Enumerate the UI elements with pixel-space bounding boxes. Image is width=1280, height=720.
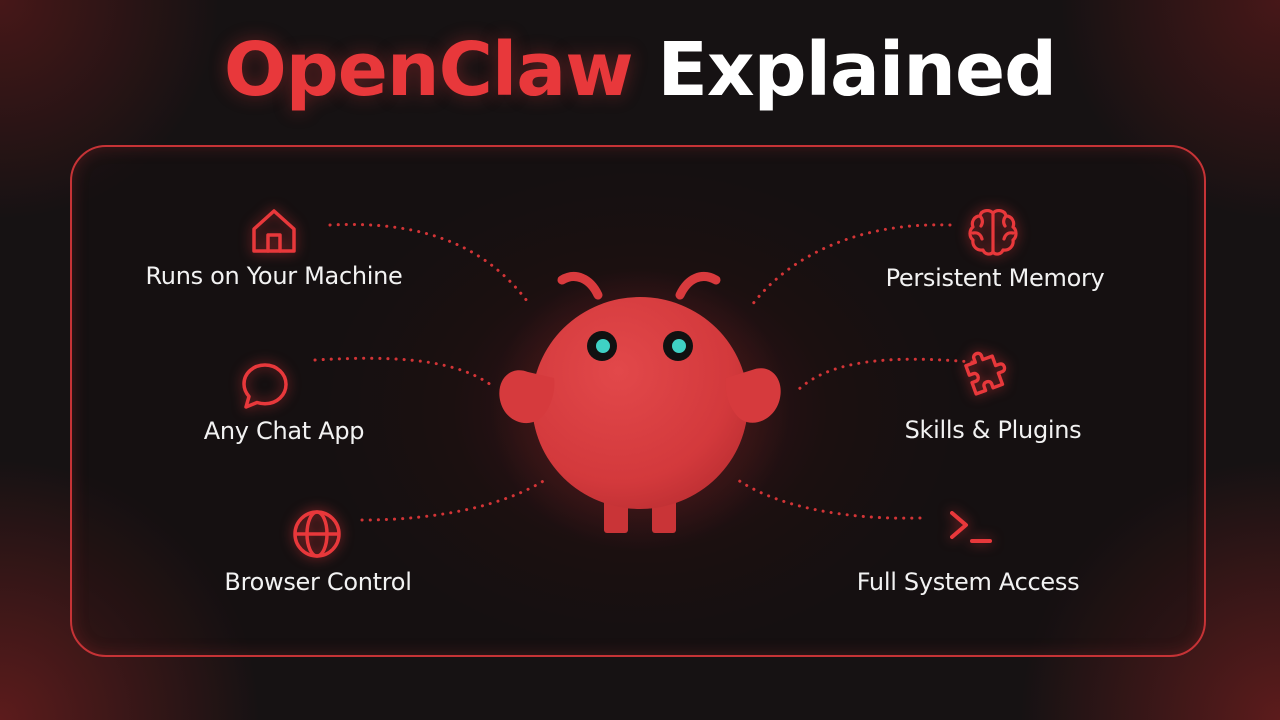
- connector-browser-control: [360, 478, 547, 522]
- feature-label: Skills & Plugins: [904, 416, 1082, 444]
- feature-runs-on-your-machine: Runs on Your Machine: [124, 205, 424, 291]
- connector-skills-plugins: [796, 357, 974, 392]
- feature-browser-control: Browser Control: [168, 507, 468, 597]
- brain-icon: [968, 209, 1018, 256]
- right-pupil: [672, 339, 686, 353]
- openclaw-mascot: [490, 270, 790, 550]
- feature-skills-plugins: Skills & Plugins: [843, 345, 1143, 445]
- puzzle-icon: [964, 351, 1007, 396]
- title-brand: OpenClaw: [223, 27, 634, 113]
- feature-label: Persistent Memory: [885, 264, 1105, 292]
- feature-full-system-access: Full System Access: [818, 505, 1118, 597]
- page-title: OpenClaw Explained: [0, 20, 1280, 120]
- feature-any-chat-app: Any Chat App: [135, 358, 435, 446]
- right-claw: [725, 368, 781, 423]
- connector-any-chat-app: [313, 356, 497, 390]
- feature-label: Any Chat App: [203, 417, 365, 445]
- home-icon: [252, 209, 296, 253]
- left-antenna: [557, 272, 603, 300]
- terminal-icon: [950, 511, 992, 543]
- globe-icon: [293, 510, 341, 558]
- feature-persistent-memory: Persistent Memory: [845, 205, 1145, 293]
- right-antenna: [675, 272, 721, 300]
- feature-label: Runs on Your Machine: [145, 262, 403, 290]
- feature-label: Full System Access: [856, 568, 1080, 596]
- chat-bubble-icon: [242, 363, 288, 409]
- left-claw: [499, 370, 555, 424]
- feature-label: Browser Control: [224, 568, 412, 596]
- connector-persistent-memory: [750, 223, 952, 307]
- left-pupil: [596, 339, 610, 353]
- mascot-body: [532, 297, 748, 509]
- title-rest: Explained: [657, 27, 1057, 113]
